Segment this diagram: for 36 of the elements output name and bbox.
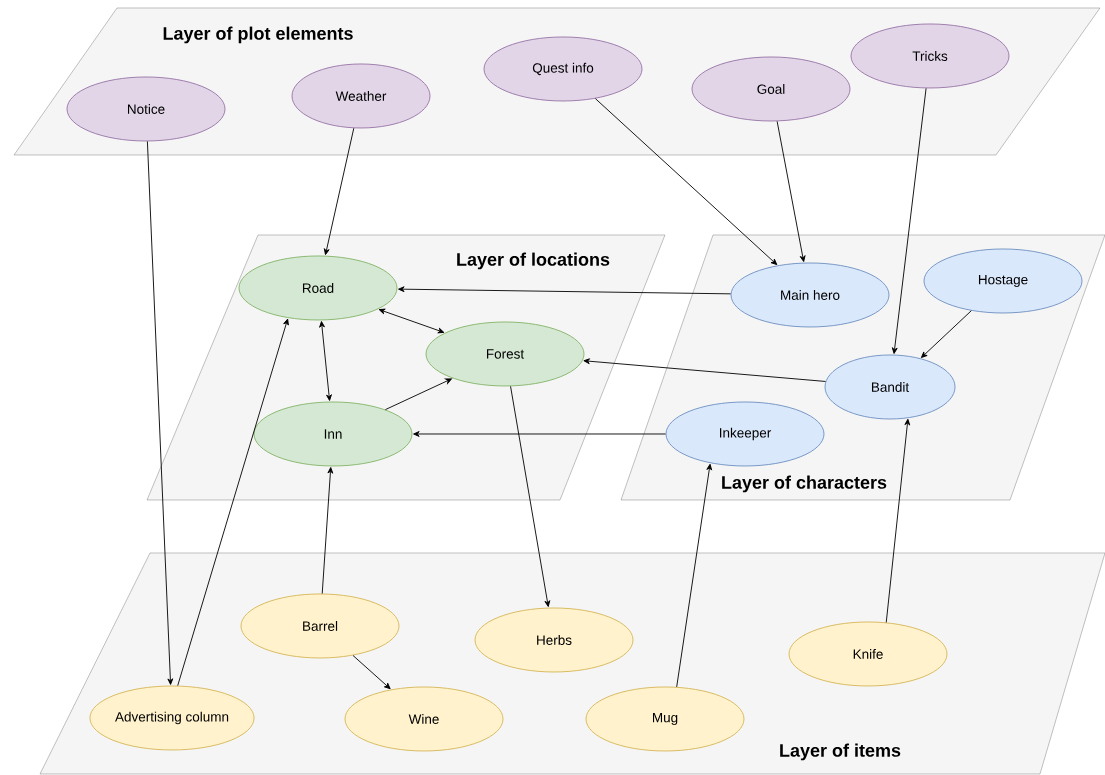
- ellipse-node: Herbs: [474, 607, 634, 673]
- arrow: [885, 418, 911, 623]
- arrow: [319, 321, 332, 401]
- arrow: [398, 286, 732, 295]
- ellipse-node: Barrel: [240, 593, 400, 659]
- ellipse-node: Wine: [344, 686, 504, 752]
- arrow: [323, 127, 355, 256]
- ellipse-node: Advertising column: [89, 685, 255, 751]
- ellipse-node: Inkeeper: [665, 401, 825, 467]
- ellipse-node: Hostage: [923, 248, 1083, 314]
- arrow: [321, 467, 334, 594]
- ellipse-node: Goal: [691, 56, 851, 122]
- arrow: [385, 378, 452, 411]
- arrow: [776, 120, 806, 262]
- ellipse-node: Main hero: [730, 262, 890, 328]
- arrow: [594, 98, 778, 266]
- ellipse-node: Notice: [66, 76, 226, 142]
- arrow: [920, 310, 972, 358]
- ellipse-node: Mug: [585, 686, 745, 752]
- ellipse-node: Knife: [788, 621, 948, 687]
- arrow: [378, 308, 445, 334]
- arrow: [583, 358, 826, 382]
- ellipse-node: Bandit: [824, 354, 956, 420]
- ellipse-node: Quest info: [483, 36, 643, 102]
- arrow: [352, 655, 391, 690]
- arrow: [146, 141, 174, 685]
- arrow: [510, 385, 551, 607]
- arrow: [177, 318, 289, 687]
- arrow: [413, 431, 666, 437]
- arrow: [676, 463, 713, 688]
- ellipse-node: Inn: [253, 401, 413, 467]
- ellipse-node: Tricks: [850, 23, 1010, 89]
- ellipse-node: Weather: [291, 63, 431, 129]
- ellipse-node: Forest: [425, 321, 585, 387]
- ellipse-node: Road: [238, 255, 398, 321]
- arrow: [891, 87, 927, 354]
